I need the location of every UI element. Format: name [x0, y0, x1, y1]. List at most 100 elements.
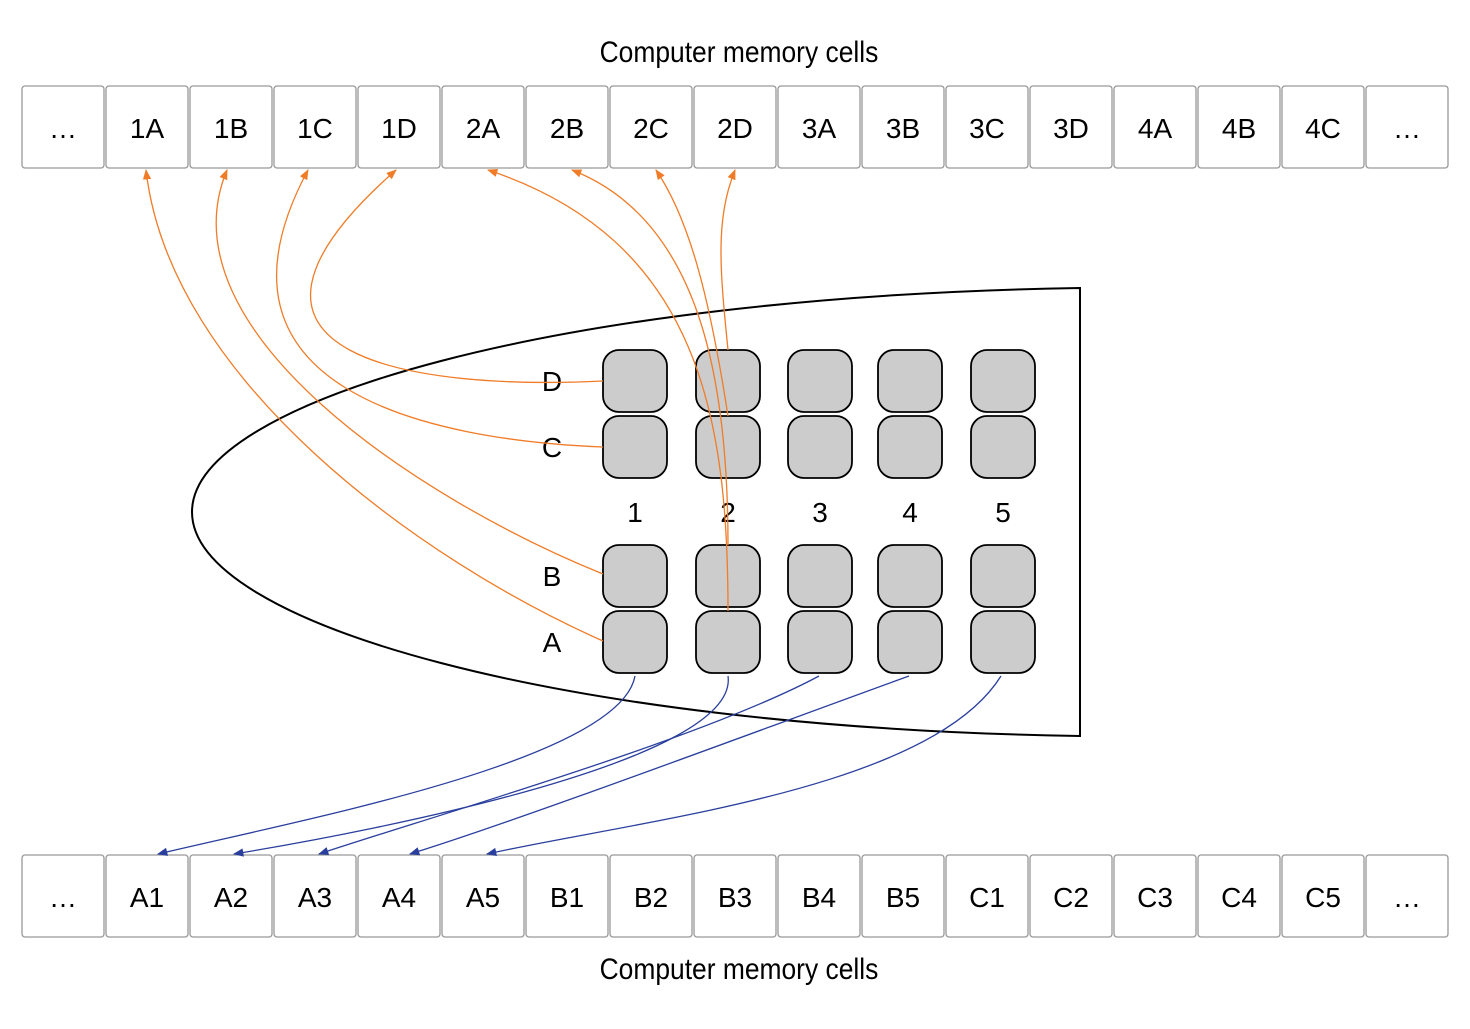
top-memory-cell-box [1029, 85, 1113, 169]
bottom-memory-cell-label: B3 [718, 882, 752, 913]
bottom-memory-cell-box [105, 854, 189, 938]
well-D5 [970, 349, 1036, 413]
top-memory-cell-box [609, 85, 693, 169]
top-memory-cell-box [1365, 85, 1449, 169]
arrow-A1-to-1A [142, 168, 604, 642]
top-memory-cell-label: 4C [1305, 113, 1341, 144]
top-memory-cell-box [693, 85, 777, 169]
bottom-memory-cell-label: C4 [1221, 882, 1257, 913]
well-C4 [877, 415, 943, 479]
bottom-memory-cell-label: C5 [1305, 882, 1341, 913]
column-major-arrows [142, 168, 736, 642]
bottom-memory-cell-box [945, 854, 1029, 938]
well-B3 [787, 544, 853, 608]
top-memory-cell-label: 1B [214, 113, 248, 144]
bottom-memory-cell-label: A4 [382, 882, 416, 913]
bottom-memory-cell-label: A1 [130, 882, 164, 913]
arrow-well-A3-to-cell-A3 [318, 675, 820, 855]
arrow-C1-to-1C [275, 169, 604, 448]
plate-wells [602, 349, 1036, 674]
bottom-memory-cell-box [357, 854, 441, 938]
row-label-A: A [543, 627, 562, 658]
plate-row-labels: D C B A [542, 366, 562, 658]
bottom-memory-cell-label: C3 [1137, 882, 1173, 913]
bottom-memory-cell-label: A3 [298, 882, 332, 913]
top-memory-cell-label: 1D [381, 113, 417, 144]
well-D2 [695, 349, 761, 413]
arrow-well-A5-to-cell-A5 [485, 675, 1002, 857]
well-C5 [970, 415, 1036, 479]
arrow-D2-to-2D [720, 169, 736, 351]
top-memory-cell-box [441, 85, 525, 169]
arrow-well-A1-to-cell-A1 [156, 675, 636, 856]
top-memory-cell-box [1281, 85, 1365, 169]
top-memory-cell-label: 4A [1138, 113, 1173, 144]
well-A1 [602, 610, 668, 674]
bottom-memory-cell-label: B2 [634, 882, 668, 913]
well-C3 [787, 415, 853, 479]
top-memory-cell-box [777, 85, 861, 169]
top-memory-cell-label: 3D [1053, 113, 1089, 144]
row-label-B: B [543, 561, 562, 592]
top-memory-cell-box [357, 85, 441, 169]
column-label-3: 3 [812, 497, 828, 528]
arrow-C2-to-2C [655, 169, 729, 417]
bottom-memory-cell-label: A5 [466, 882, 500, 913]
bottom-memory-cell-box [273, 854, 357, 938]
top-memory-cell-label: 2B [550, 113, 584, 144]
well-B1 [602, 544, 668, 608]
top-memory-cell-box [1113, 85, 1197, 169]
bottom-memory-cell-box [777, 854, 861, 938]
well-D4 [877, 349, 943, 413]
bottom-memory-cell-label: B4 [802, 882, 836, 913]
well-B5 [970, 544, 1036, 608]
well-D3 [787, 349, 853, 413]
top-memory-caption: Computer memory cells [599, 36, 879, 69]
top-memory-cell-label: 2D [717, 113, 753, 144]
arrow-well-A4-to-cell-A4 [409, 675, 910, 856]
bottom-memory-cell-box [609, 854, 693, 938]
column-label-1: 1 [627, 497, 643, 528]
bottom-memory-cell-label: A2 [214, 882, 248, 913]
bottom-memory-cell-box [1113, 854, 1197, 938]
row-label-C: C [542, 432, 562, 463]
top-memory-cell-label: 3B [886, 113, 920, 144]
arrow-B1-to-1B [215, 169, 604, 575]
bottom-memory-cell-label: B1 [550, 882, 584, 913]
bottom-memory-cell-box [441, 854, 525, 938]
bottom-memory-cell-box [1029, 854, 1113, 938]
bottom-memory-cell-box [189, 854, 273, 938]
bottom-memory-cell-label: C1 [969, 882, 1005, 913]
bottom-memory-cell-label: … [1393, 882, 1421, 913]
top-memory-cell-box [1197, 85, 1281, 169]
arrow-A2-to-2A [487, 168, 729, 612]
bottom-memory-cell-box [21, 854, 105, 938]
plate-outline [190, 286, 1081, 738]
well-C2 [695, 415, 761, 479]
top-memory-cell-box [189, 85, 273, 169]
well-A2 [695, 610, 761, 674]
column-label-4: 4 [902, 497, 918, 528]
well-C1 [602, 415, 668, 479]
top-memory-cell-label: 1C [297, 113, 333, 144]
bottom-memory-cell-box [525, 854, 609, 938]
top-memory-cell-box [21, 85, 105, 169]
top-memory-cell-box [273, 85, 357, 169]
row-label-D: D [542, 366, 562, 397]
top-memory-cell-label: 4B [1222, 113, 1256, 144]
well-B4 [877, 544, 943, 608]
bottom-memory-cell-label: … [49, 882, 77, 913]
top-memory-cell-label: … [49, 113, 77, 144]
top-memory-cell-box [525, 85, 609, 169]
top-memory-cell-label: 3A [802, 113, 837, 144]
top-memory-cell-box [105, 85, 189, 169]
bottom-memory-cell-label: C2 [1053, 882, 1089, 913]
arrow-B2-to-2B [571, 169, 729, 546]
top-memory-cell-label: 1A [130, 113, 165, 144]
bottom-memory-caption: Computer memory cells [599, 953, 879, 986]
bottom-memory-cell-label: B5 [886, 882, 920, 913]
